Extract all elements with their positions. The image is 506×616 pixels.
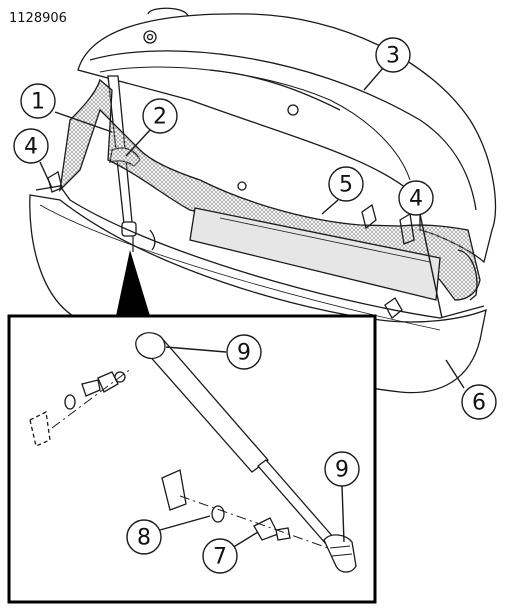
callouts — [13, 37, 497, 574]
callout-1-label: 1 — [31, 90, 45, 115]
document-id: 1128906 — [9, 11, 67, 26]
callout-2-label: 2 — [153, 105, 167, 130]
callout-9-lower-label: 9 — [335, 458, 349, 483]
callout-7-label: 7 — [213, 545, 227, 570]
callout-3-label: 3 — [386, 44, 400, 69]
callout-4-left-label: 4 — [24, 135, 38, 160]
callout-labels: 1 2 3 4 4 5 6 7 8 9 9 — [24, 44, 486, 570]
liner-strip — [189, 207, 441, 301]
callout-5-label: 5 — [339, 173, 353, 198]
callout-9-upper-label: 9 — [237, 341, 251, 366]
lid — [77, 13, 497, 264]
callout-7 — [202, 538, 238, 574]
detail-pointer — [116, 250, 150, 316]
callout-9-upper — [226, 334, 262, 370]
callout-6-label: 6 — [472, 391, 486, 416]
callout-5 — [328, 166, 364, 202]
callout-4-right — [398, 180, 434, 216]
callout-8-label: 8 — [137, 526, 151, 551]
callout-2 — [142, 98, 178, 134]
callout-6 — [461, 384, 497, 420]
inset-illustration — [29, 332, 357, 573]
callout-8 — [126, 519, 162, 555]
callout-9-lower — [324, 451, 360, 487]
callout-4-left — [13, 128, 49, 164]
callout-4-right-label: 4 — [409, 187, 423, 212]
inset-panel — [7, 314, 377, 604]
callout-3 — [375, 37, 411, 73]
callout-1 — [20, 83, 56, 119]
